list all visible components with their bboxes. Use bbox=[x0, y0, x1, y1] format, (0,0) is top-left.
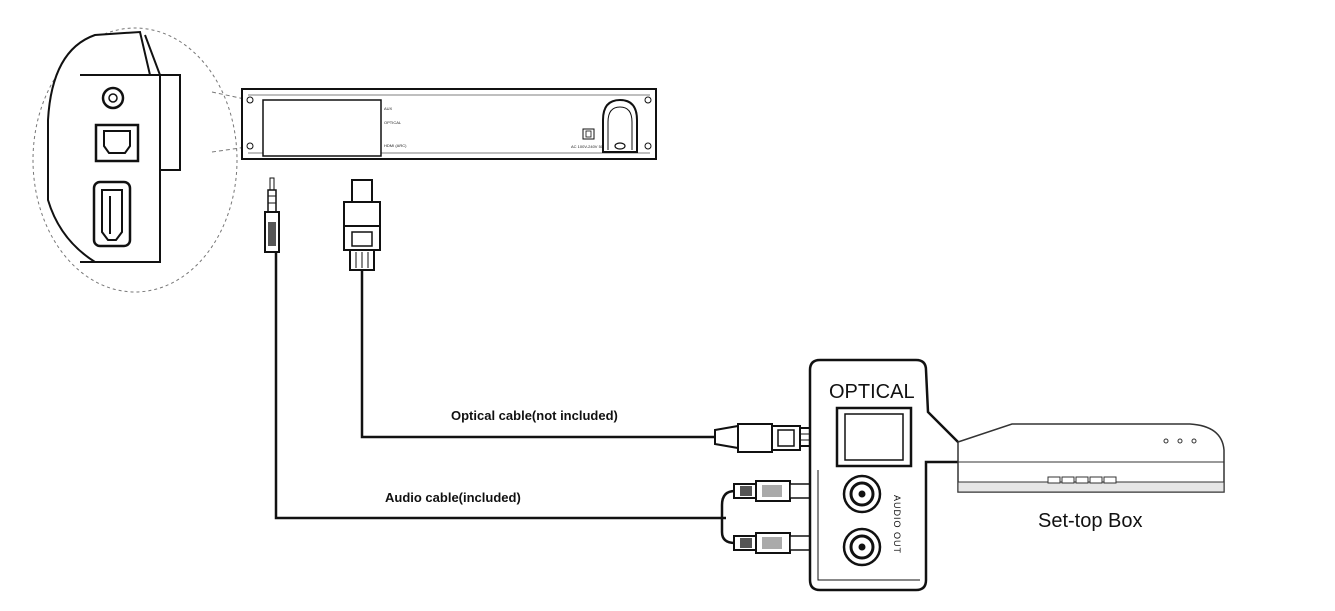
audio-cable-line bbox=[274, 252, 726, 520]
stb-optical-port-icon bbox=[835, 406, 913, 468]
optical-port-icon bbox=[94, 123, 140, 163]
audio-cable-label: Audio cable(included) bbox=[385, 490, 521, 505]
set-top-box-label: Set-top Box bbox=[1038, 510, 1143, 532]
soundbar-hdmi-label: HDMI (ARC) bbox=[384, 143, 407, 148]
optical-plug-top-icon bbox=[343, 179, 381, 271]
stb-audio-jack-left-icon bbox=[842, 474, 882, 514]
audio-cable-split bbox=[720, 489, 736, 545]
set-top-box-port-panel: OPTICAL AUDIO OUT bbox=[808, 358, 982, 592]
audio-out-label: AUDIO OUT bbox=[892, 495, 902, 554]
zoom-detail-bubble bbox=[32, 27, 381, 293]
soundbar-aux-label: AUX bbox=[384, 106, 393, 111]
set-top-box-icon bbox=[957, 423, 1225, 493]
rca-plug-left-icon bbox=[733, 480, 826, 502]
optical-cable-label: Optical cable(not included) bbox=[451, 408, 618, 423]
aux-plug-icon bbox=[264, 177, 280, 253]
optical-cable-line bbox=[360, 270, 715, 439]
hdmi-port-icon bbox=[92, 180, 132, 248]
rca-plug-right-icon bbox=[733, 532, 826, 554]
soundbar-handle-cutout bbox=[602, 98, 638, 153]
optical-port-label: OPTICAL bbox=[829, 381, 915, 403]
soundbar-port-panel bbox=[262, 99, 382, 157]
soundbar: AUX OPTICAL HDMI (ARC) AC 100V-240V 50/6… bbox=[241, 88, 657, 160]
stb-audio-jack-right-icon bbox=[842, 527, 882, 567]
soundbar-power-label: AC 100V-240V 50/60Hz bbox=[571, 144, 613, 149]
soundbar-optical-label: OPTICAL bbox=[384, 120, 402, 125]
